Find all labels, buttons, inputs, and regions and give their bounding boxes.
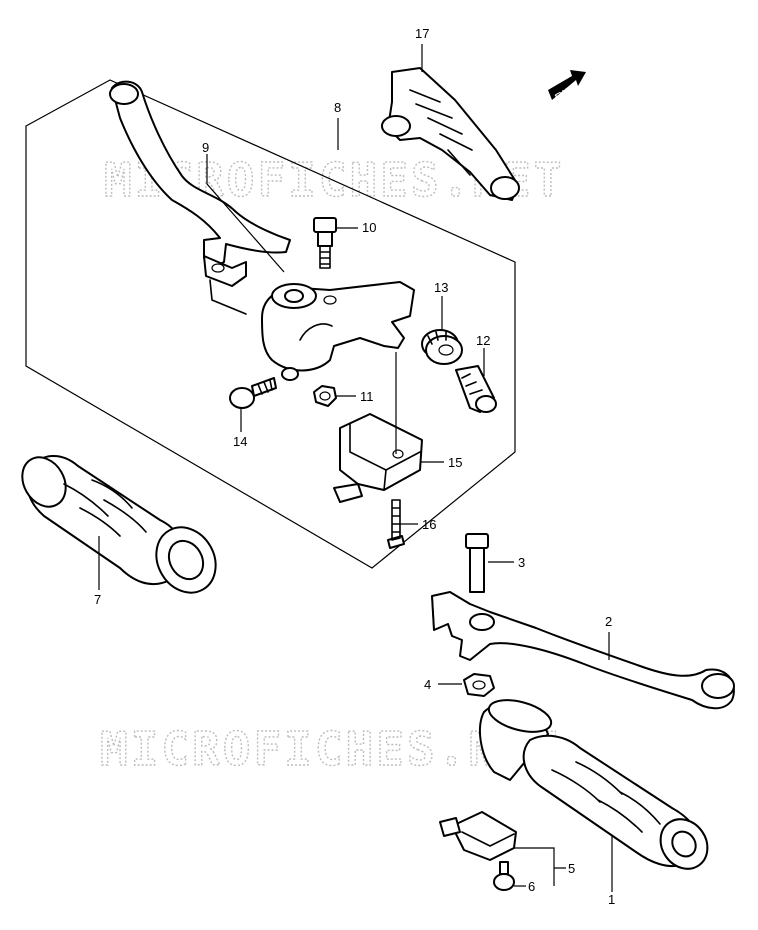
callout-11: 11 bbox=[360, 389, 374, 404]
screw-6-part bbox=[493, 861, 515, 891]
callout-2: 2 bbox=[605, 614, 612, 629]
screw-14-part bbox=[229, 377, 277, 409]
leader-lines bbox=[98, 44, 613, 892]
callout-16: 16 bbox=[422, 517, 436, 532]
brake-lever-2-part bbox=[431, 591, 735, 710]
front-brake-switch-5-part bbox=[439, 811, 517, 861]
nut-11-part bbox=[313, 385, 337, 407]
assembly-box-outline bbox=[25, 79, 516, 569]
lever-holder-part bbox=[261, 281, 415, 381]
throttle-grip-1-part bbox=[478, 699, 709, 870]
callout-9: 9 bbox=[202, 140, 209, 155]
callout-4: 4 bbox=[424, 677, 431, 692]
bolt-3-part bbox=[465, 533, 489, 593]
lever-cover-part bbox=[381, 67, 520, 201]
screw-16-part bbox=[387, 499, 405, 549]
callout-7: 7 bbox=[94, 592, 101, 607]
callout-8: 8 bbox=[334, 100, 341, 115]
clutch-lever-part bbox=[109, 80, 291, 315]
bolt-10-part bbox=[313, 217, 337, 269]
callout-3: 3 bbox=[518, 555, 525, 570]
adjuster-nut-13-part bbox=[421, 329, 463, 365]
clutch-switch-15-part bbox=[333, 413, 423, 503]
adjuster-bolt-12-part bbox=[455, 365, 497, 413]
fwd-arrow-icon: FWD bbox=[548, 70, 586, 102]
callout-14: 14 bbox=[233, 434, 247, 449]
callout-15: 15 bbox=[448, 455, 462, 470]
callout-1: 1 bbox=[608, 892, 615, 907]
callout-5: 5 bbox=[568, 861, 575, 876]
nut-4-part bbox=[463, 673, 495, 697]
callout-12: 12 bbox=[476, 333, 490, 348]
callout-10: 10 bbox=[362, 220, 376, 235]
callout-17: 17 bbox=[415, 26, 429, 41]
grip-7-part bbox=[21, 455, 217, 594]
callout-6: 6 bbox=[528, 879, 535, 894]
callout-13: 13 bbox=[434, 280, 448, 295]
